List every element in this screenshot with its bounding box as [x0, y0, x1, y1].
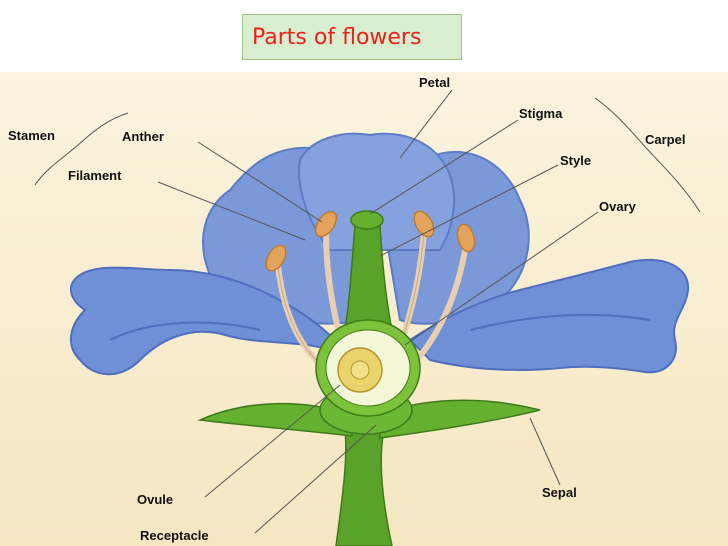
label-ovary: Ovary — [599, 199, 637, 214]
label-filament: Filament — [68, 168, 122, 183]
label-style: Style — [560, 153, 591, 168]
carpel-bracket — [594, 97, 701, 213]
title-box: Parts of flowers — [242, 14, 462, 60]
sepal-left — [197, 402, 353, 437]
stamen-bracket — [34, 112, 129, 186]
stigma-shape — [350, 210, 384, 230]
label-ovule: Ovule — [137, 492, 173, 507]
stem — [335, 429, 393, 546]
sepal-right — [379, 399, 541, 439]
label-stigma: Stigma — [519, 106, 563, 121]
label-anther: Anther — [122, 129, 164, 144]
petal-left — [70, 266, 337, 376]
ovule-center — [350, 360, 370, 380]
petal-fold-right — [469, 313, 651, 331]
label-sepal: Sepal — [542, 485, 577, 500]
label-carpel: Carpel — [645, 132, 685, 147]
label-receptacle: Receptacle — [140, 528, 209, 543]
leader-lines — [157, 89, 599, 534]
anthers — [265, 210, 476, 272]
label-stamen: Stamen — [8, 128, 55, 143]
petal-fold-left — [109, 321, 261, 341]
page-title: Parts of flowers — [252, 24, 422, 50]
label-petal: Petal — [419, 75, 450, 90]
